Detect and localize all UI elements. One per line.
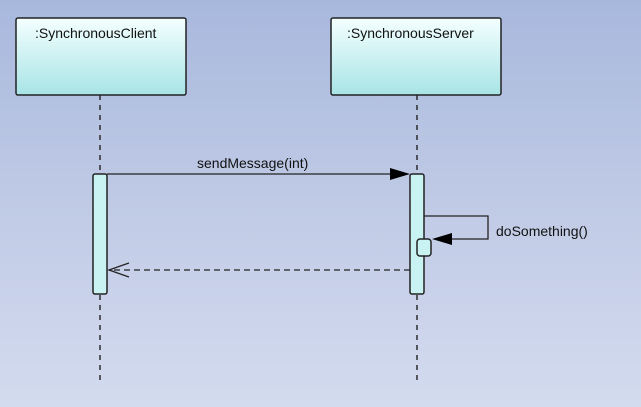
open-arrowhead-icon [107,262,130,278]
lifeline-client-header[interactable] [15,17,187,96]
lifeline-server-header[interactable] [330,17,502,96]
self-call-loop-line [424,215,489,240]
filled-arrowhead-icon [432,233,452,245]
activation-bar-nested-server[interactable] [416,238,432,257]
message-do-something-label: doSomething() [496,223,588,239]
lifeline-client-label: :SynchronousClient [35,25,157,41]
activation-bar-server[interactable] [409,173,425,295]
lifeline-server-label: :SynchronousServer [347,25,474,41]
activation-bar-client[interactable] [92,173,108,295]
message-send-message-label: sendMessage(int) [197,155,308,171]
message-return[interactable] [107,262,410,278]
filled-arrowhead-icon [390,168,410,180]
message-send-message[interactable]: sendMessage(int) [107,155,410,180]
message-do-something[interactable]: doSomething() [416,215,588,257]
lifeline-synchronous-client[interactable]: :SynchronousClient [15,17,187,380]
